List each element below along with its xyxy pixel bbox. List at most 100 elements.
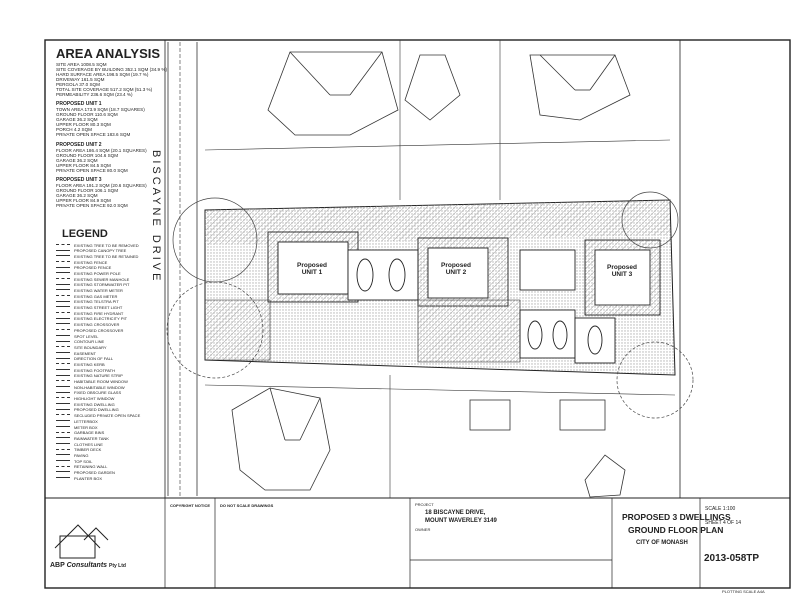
area-row: PERGOLA 37.0 SQM bbox=[56, 82, 100, 87]
legend-item: PROPOSED DWELLING bbox=[56, 408, 160, 414]
legend-item: EXISTING FIRE HYDRANT bbox=[56, 311, 160, 317]
legend-label: HIGHLIGHT WINDOW bbox=[74, 396, 115, 402]
legend-label: SECLUDED PRIVATE OPEN SPACE bbox=[74, 413, 141, 419]
legend-item: EXISTING STREET LIGHT bbox=[56, 305, 160, 312]
legend-symbol-icon bbox=[56, 255, 70, 259]
legend-symbol-icon bbox=[56, 312, 70, 316]
legend-item: NON-HABITABLE WINDOW bbox=[56, 385, 160, 391]
legend-item: PROPOSED CROSSOVER bbox=[56, 328, 160, 334]
legend-item: CLOTHES LINE bbox=[56, 442, 160, 448]
legend-symbol-icon bbox=[56, 448, 70, 453]
legend-label: PROPOSED FENCE bbox=[74, 265, 112, 271]
legend-label: LETTERBOX bbox=[74, 418, 98, 424]
legend-label: EXISTING FOOTPATH bbox=[74, 367, 115, 373]
neighbour-house-south bbox=[231, 387, 626, 498]
legend-symbol-icon bbox=[56, 408, 70, 413]
legend-item: DIRECTION OF FALL bbox=[56, 357, 160, 363]
job-number: 2013-058TP bbox=[704, 553, 760, 564]
legend-label: TOP SOIL bbox=[74, 458, 93, 464]
legend-item: PLANTER BOX bbox=[56, 476, 160, 482]
legend-item: EXISTING POWER POLE bbox=[56, 271, 160, 277]
legend-symbol-icon bbox=[56, 334, 70, 339]
unit-3-area-block: PROPOSED UNIT 3 FLOOR AREA 191.2 SQM (20… bbox=[56, 177, 147, 209]
tree-canopies bbox=[166, 191, 694, 419]
legend-item: HABITABLE ROOM WINDOW bbox=[56, 379, 160, 386]
legend-label: PLANTER BOX bbox=[74, 475, 103, 481]
legend-symbol-icon bbox=[56, 283, 70, 288]
legend-item: PROPOSED FENCE bbox=[56, 266, 160, 272]
legend-symbol-icon bbox=[56, 391, 70, 396]
scale-label: SCALE 1:100 bbox=[705, 506, 736, 512]
legend-label: EXISTING STORMWATER PIT bbox=[74, 282, 130, 288]
legend-label: CONTOUR LINE bbox=[74, 339, 105, 345]
legend-symbol-icon bbox=[56, 403, 70, 407]
legend-symbol-icon bbox=[56, 465, 70, 470]
legend-label: EXISTING KERB bbox=[74, 361, 105, 367]
owner-label: OWNER bbox=[415, 527, 431, 532]
legend-symbol-icon bbox=[56, 306, 70, 310]
legend-symbol-icon bbox=[56, 340, 70, 345]
legend-item: EXISTING GAS METER bbox=[56, 294, 160, 300]
legend-symbol-icon bbox=[56, 289, 70, 293]
legend-item: TIMBER DECK bbox=[56, 448, 160, 454]
legend-symbol-icon bbox=[56, 368, 70, 373]
legend-symbol-icon bbox=[56, 295, 70, 299]
copyright-heading: COPYRIGHT NOTICE bbox=[170, 503, 211, 508]
drawing-title-line2: GROUND FLOOR PLAN bbox=[628, 525, 724, 535]
legend-symbol-icon bbox=[56, 471, 70, 475]
legend-label: EXISTING ELECTRICITY PIT bbox=[74, 316, 128, 322]
legend-item: EXISTING STORMWATER PIT bbox=[56, 283, 160, 289]
drawing-title-line1: PROPOSED 3 DWELLINGS bbox=[622, 512, 731, 522]
legend-symbol-icon bbox=[56, 323, 70, 327]
legend-item: EXISTING WATER METER bbox=[56, 288, 160, 295]
legend-item: FIXED OBSCURE GLASS bbox=[56, 391, 160, 397]
council-name: CITY OF MONASH bbox=[636, 540, 688, 546]
legend-label: EXISTING GAS METER bbox=[74, 293, 118, 299]
legend-item: PAVING bbox=[56, 453, 160, 459]
legend-symbol-icon bbox=[56, 380, 70, 384]
legend-label: FIXED OBSCURE GLASS bbox=[74, 390, 122, 396]
legend-symbol-icon bbox=[56, 454, 70, 458]
legend-label: EXISTING FIRE HYDRANT bbox=[74, 310, 124, 316]
plot-info: PLOTTING SCALE A4A bbox=[722, 589, 765, 594]
legend-symbol-icon bbox=[56, 420, 70, 424]
legend-item: EXISTING ELECTRICITY PIT bbox=[56, 317, 160, 323]
legend-item: PROPOSED CANOPY TREE bbox=[56, 249, 160, 255]
legend-item: SPOT LEVEL bbox=[56, 334, 160, 340]
legend-item: GARBAGE BINS bbox=[56, 431, 160, 437]
legend-label: EXISTING DWELLING bbox=[74, 401, 115, 407]
legend-item: SITE BOUNDARY bbox=[56, 345, 160, 351]
unit-1-area-block: PROPOSED UNIT 1 TOWN AREA 173.9 SQM (18.… bbox=[56, 101, 145, 138]
project-address-line1: 18 BISCAYNE DRIVE, bbox=[425, 510, 486, 516]
legend-label: EXISTING TREE TO BE REMOVED bbox=[74, 242, 139, 248]
street-name: BISCAYNE DRIVE bbox=[150, 150, 162, 284]
dimension-heading: DO NOT SCALE DRAWINGS bbox=[220, 503, 274, 508]
unit-3-outline bbox=[574, 239, 661, 364]
area-row: SITE COVERAGE BY BUILDING 352.1 SQM (34.… bbox=[56, 67, 167, 72]
area-row: TOTAL SITE COVERAGE 517.2 SQM (51.3 %) bbox=[56, 87, 153, 92]
legend-label: EXISTING NATURE STRIP bbox=[74, 373, 123, 379]
legend-label: PROPOSED CROSSOVER bbox=[74, 327, 124, 333]
legend-label: EXISTING TREE TO BE RETAINED bbox=[74, 253, 139, 259]
legend-title: LEGEND bbox=[62, 228, 108, 240]
legend-label: DIRECTION OF FALL bbox=[74, 356, 114, 362]
area-row: SITE AREA 1008.5 SQM bbox=[56, 62, 107, 67]
legend-symbol-icon bbox=[56, 272, 70, 276]
project-label: PROJECT bbox=[415, 502, 434, 507]
sheet-border bbox=[44, 39, 791, 589]
unit-2-area-block: PROPOSED UNIT 2 FLOOR AREA 186.4 SQM (20… bbox=[56, 142, 147, 174]
legend-symbol-icon bbox=[56, 437, 70, 441]
legend-label: TIMBER DECK bbox=[74, 447, 102, 453]
legend-symbol-icon bbox=[56, 414, 70, 418]
legend-item: EXISTING NATURE STRIP bbox=[56, 374, 160, 380]
legend-label: EXISTING CROSSOVER bbox=[74, 322, 120, 328]
legend-symbol-icon bbox=[56, 243, 70, 248]
legend-item: HIGHLIGHT WINDOW bbox=[56, 396, 160, 403]
legend-item: CONTOUR LINE bbox=[56, 340, 160, 346]
legend-label: SPOT LEVEL bbox=[74, 333, 99, 339]
legend-label: SITE BOUNDARY bbox=[74, 344, 107, 350]
legend-item: EASEMENT bbox=[56, 351, 160, 357]
